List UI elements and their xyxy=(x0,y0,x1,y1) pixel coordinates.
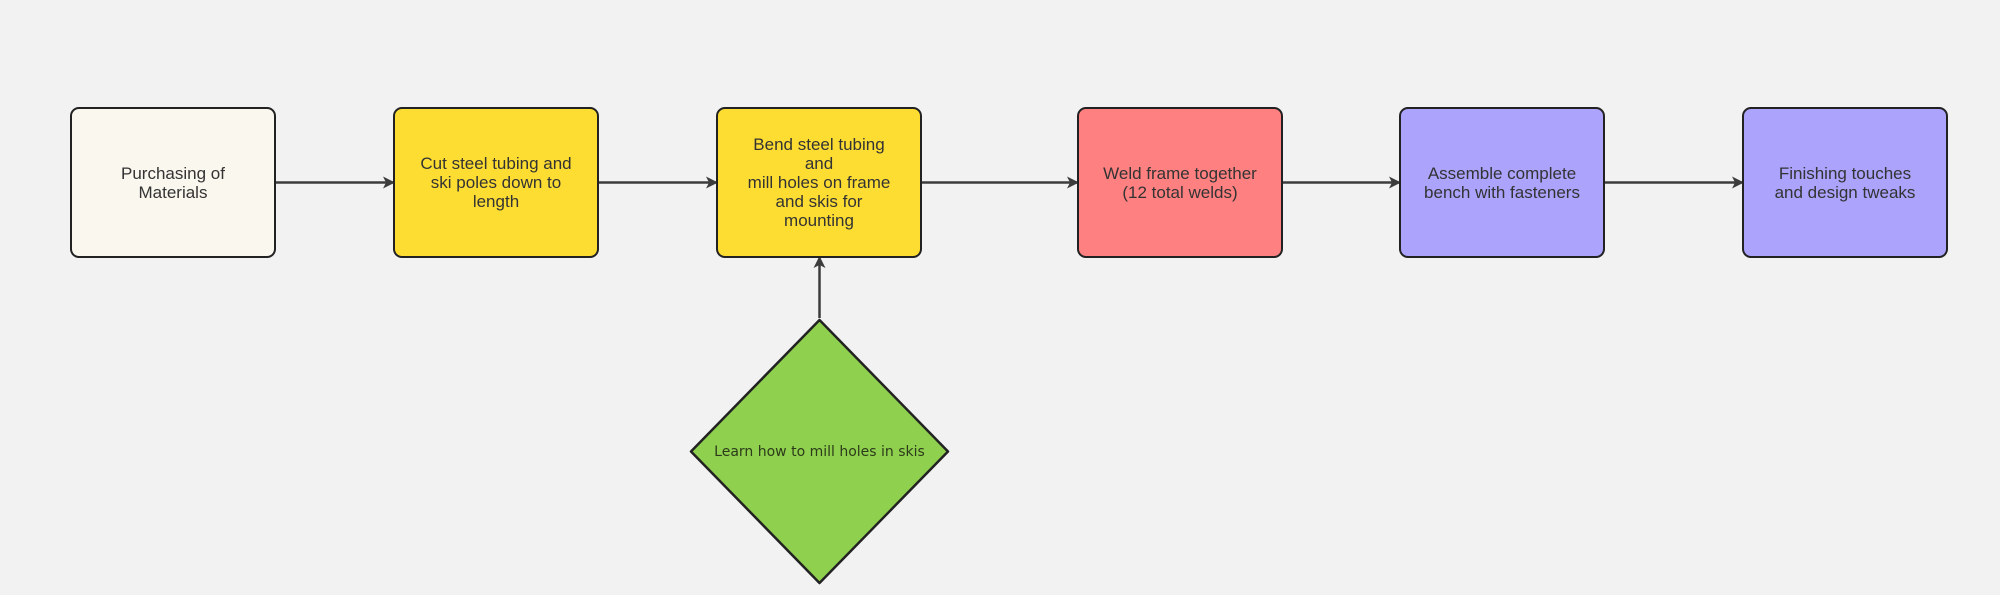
node-bend-steel-tubing[interactable]: Bend steel tubing and mill holes on fram… xyxy=(716,107,922,258)
diamond-label: Learn how to mill holes in skis xyxy=(714,443,925,460)
node-purchasing-materials[interactable]: Purchasing of Materials xyxy=(70,107,276,258)
node-cut-steel-tubing[interactable]: Cut steel tubing and ski poles down to l… xyxy=(393,107,599,258)
node-assemble-bench[interactable]: Assemble complete bench with fasteners xyxy=(1399,107,1605,258)
diamond-shape xyxy=(689,318,950,585)
node-learn-mill-holes[interactable]: Learn how to mill holes in skis xyxy=(689,318,950,585)
node-finishing-touches[interactable]: Finishing touches and design tweaks xyxy=(1742,107,1948,258)
node-weld-frame[interactable]: Weld frame together (12 total welds) xyxy=(1077,107,1283,258)
